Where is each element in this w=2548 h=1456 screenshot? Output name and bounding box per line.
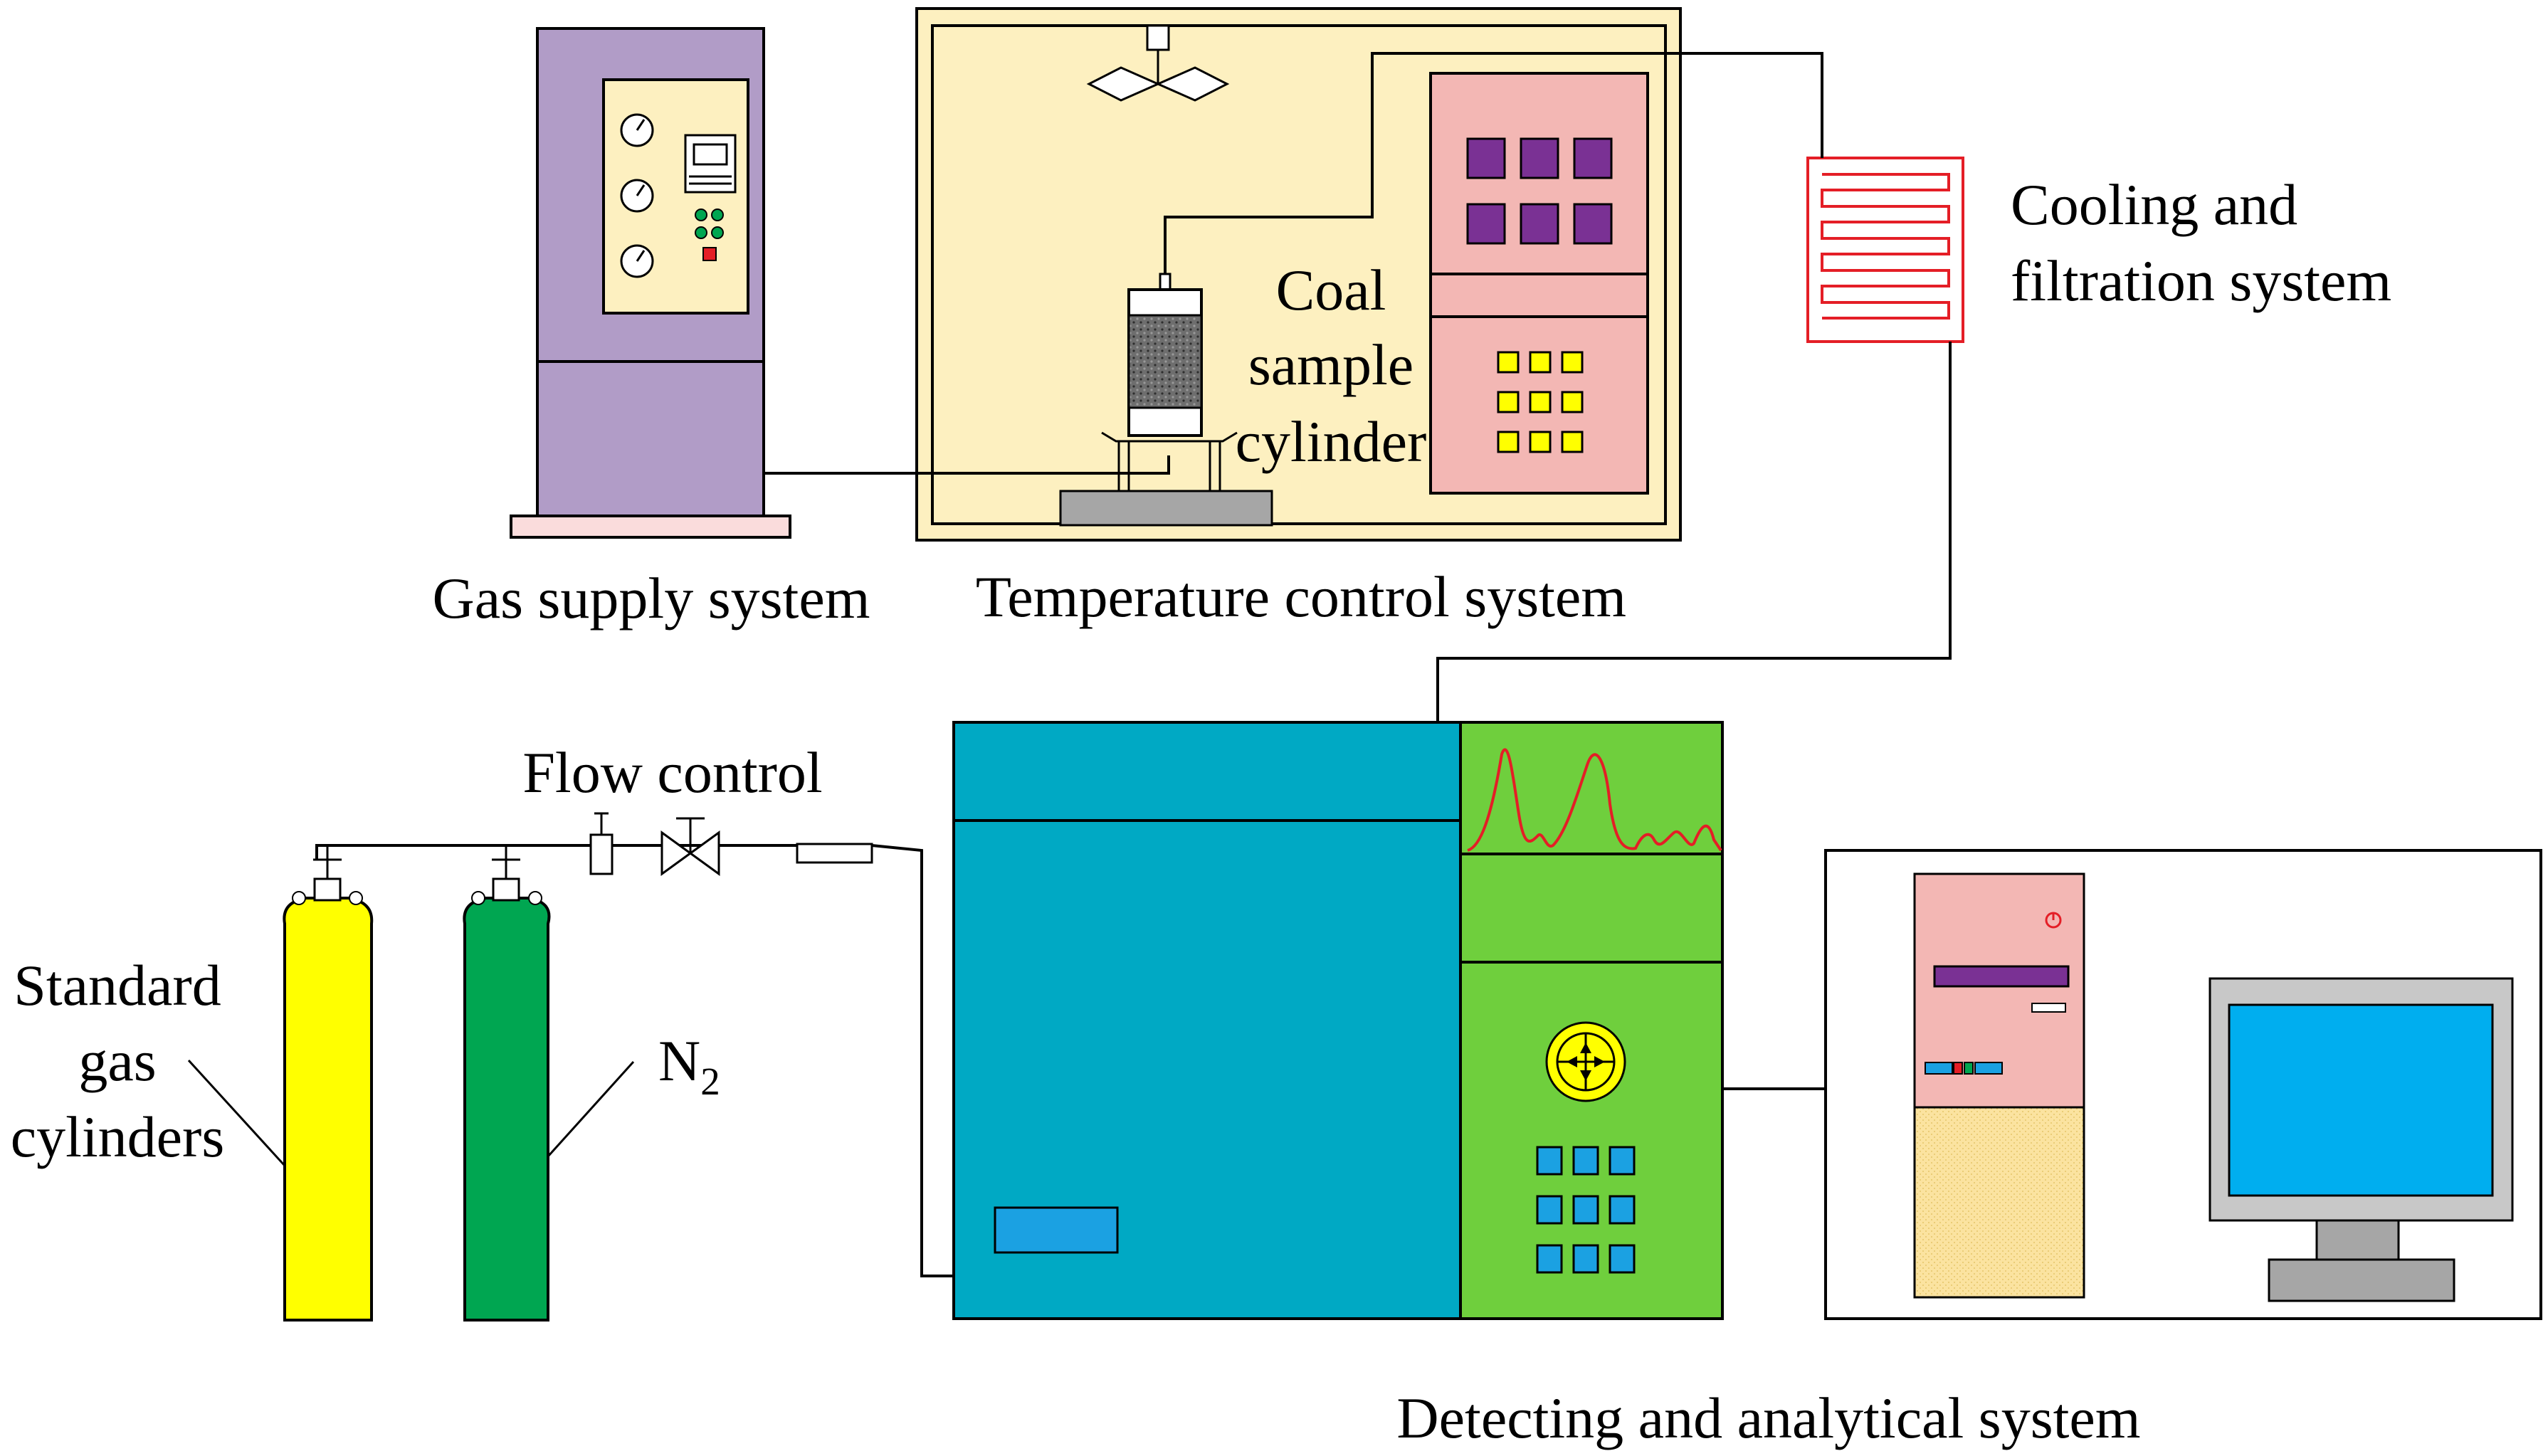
coal-sample-label-1: Coal [1276, 258, 1386, 322]
flow-meter-icon [589, 812, 614, 875]
coal-sample-label-3: cylinder [1236, 409, 1427, 474]
heater-button-icon [1466, 137, 1613, 245]
n2-label: N2 [658, 1028, 720, 1103]
fan-icon [1086, 24, 1230, 102]
monitor-screen [2228, 1003, 2494, 1197]
cooling-filter-coil [1806, 157, 1964, 343]
gc-keypad-icon [1536, 1146, 1636, 1274]
chromatogram-trace [1467, 748, 1722, 852]
oven-inner [931, 24, 1667, 525]
computer-tower [1913, 872, 2085, 1299]
disk-drive-icon [1933, 965, 2070, 988]
red-switch-icon [702, 247, 717, 261]
n2-leader-line [547, 1060, 635, 1158]
standard-gas-cylinder [283, 847, 374, 1322]
controller-unit [1429, 72, 1649, 495]
temperature-oven [915, 7, 1682, 542]
standard-leader-line [187, 1059, 286, 1167]
gas-chromatograph [952, 721, 1724, 1320]
indicator-light-icon [695, 209, 724, 239]
cooling-label-1: Cooling and [2011, 172, 2297, 237]
sample-holder [1059, 431, 1273, 527]
detector-dial-icon [1545, 1021, 1626, 1102]
keypad-icon [1497, 351, 1584, 453]
coal-sample-label-2: sample [1248, 332, 1413, 397]
pressure-gauge-icon [620, 113, 654, 278]
coal-sample-cylinder [1127, 273, 1203, 437]
standard-gas-label-3: cylinders [11, 1104, 225, 1169]
front-port-icon [1925, 1062, 2003, 1075]
flow-control-assembly [589, 812, 873, 876]
display-screen-icon [684, 134, 737, 194]
injector-port-icon [994, 1206, 1119, 1254]
standard-gas-label-2: gas [78, 1028, 156, 1093]
filter-tube-icon [796, 843, 873, 864]
cooling-label-2: filtration system [2011, 248, 2391, 313]
floppy-slot-icon [2031, 1003, 2066, 1013]
standard-gas-label-1: Standard [14, 953, 221, 1018]
flow-control-label: Flow control [522, 740, 822, 805]
n2-gas-cylinder [463, 847, 551, 1322]
gas-supply-cabinet [510, 27, 791, 539]
valve-icon [660, 817, 720, 876]
temperature-control-label: Temperature control system [976, 564, 1626, 629]
detecting-label: Detecting and analytical system [1396, 1386, 2140, 1450]
gas-supply-label: Gas supply system [433, 566, 870, 631]
gas-supply-base [510, 515, 791, 539]
power-icon [2045, 912, 2062, 929]
computer-monitor [2209, 977, 2514, 1302]
